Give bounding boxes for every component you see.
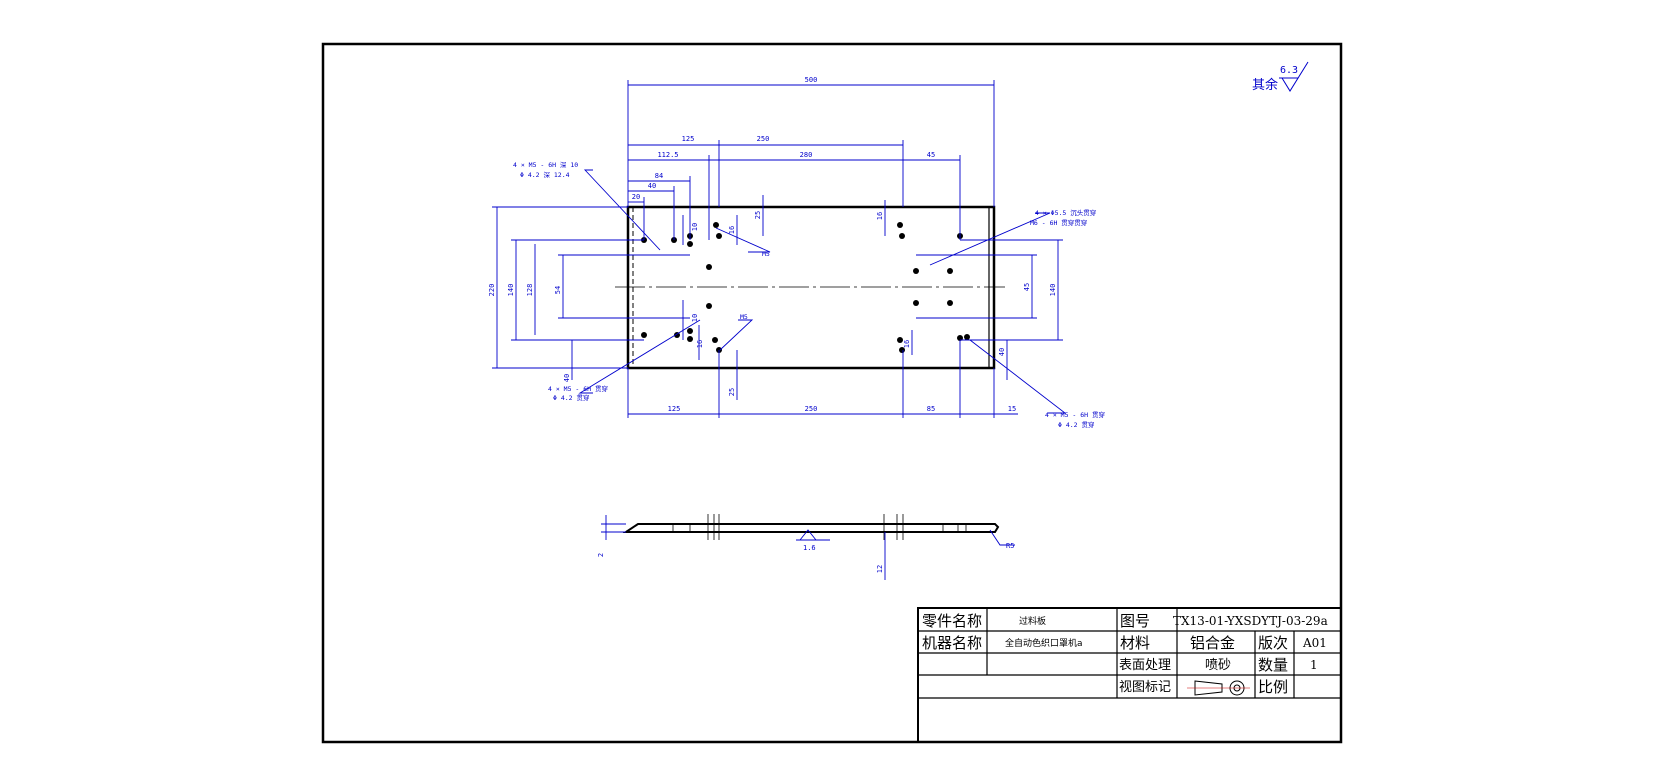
hole: [687, 336, 693, 342]
dim-112-5: 112.5: [657, 151, 678, 159]
side-roughness: 1.6: [803, 544, 816, 552]
hole: [712, 337, 718, 343]
projection-symbol: [1187, 680, 1250, 696]
tb-drawing-no-label: 图号: [1120, 612, 1150, 630]
note-top-right-1: 4 × Φ5.5 沉头贯穿: [1035, 208, 1096, 217]
dim-54: 54: [554, 286, 562, 294]
tb-qty: 1: [1310, 658, 1318, 672]
hole: [964, 334, 970, 340]
tb-surface-label: 表面处理: [1119, 658, 1171, 673]
dim-128: 128: [526, 284, 534, 297]
dim-16-a: 16: [728, 226, 736, 234]
side-view: 2 12 1.6 R5: [597, 514, 1015, 580]
dim-10-a: 10: [691, 223, 699, 231]
note-top-left-1: 4 × M5 - 6H 深 10: [513, 160, 578, 169]
dim-25-a: 25: [754, 211, 762, 219]
note-bottom-right-2: Φ 4.2 贯穿: [1058, 420, 1094, 429]
tb-material-label: 材料: [1120, 634, 1150, 652]
dim-45-right: 45: [1023, 283, 1031, 291]
sheet-border: [321, 42, 1343, 744]
title-block: 零件名称 过料板 图号 TX13-01-YXSDYTJ-03-29a 机器名称 …: [917, 607, 1342, 743]
hole: [897, 337, 903, 343]
hole: [913, 268, 919, 274]
tb-view-label: 视图标记: [1119, 680, 1171, 695]
tb-material: 铝合金: [1190, 634, 1235, 652]
roughness-prefix: 其余: [1252, 77, 1278, 93]
holes: [641, 222, 970, 353]
dim-10-b: 10: [691, 314, 699, 322]
hole: [957, 335, 963, 341]
note-bottom-left-2: Φ 4.2 贯穿: [553, 393, 589, 402]
dim-45: 45: [927, 151, 935, 159]
dim-16-d: 16: [903, 340, 911, 348]
dim-25-b: 25: [728, 388, 736, 396]
dim-140-right: 140: [1049, 284, 1057, 297]
hole: [706, 303, 712, 309]
tb-version: A01: [1302, 636, 1327, 650]
tb-part-name-label: 零件名称: [922, 612, 982, 630]
tb-machine-name: 全自动色织口罩机a: [1005, 637, 1083, 649]
hole: [687, 328, 693, 334]
hole: [897, 222, 903, 228]
dim-20: 20: [632, 193, 640, 201]
side-height-12: 12: [876, 565, 884, 573]
hole: [899, 233, 905, 239]
note-bottom-right-1: 4 × M5 - 6H 贯穿: [1045, 410, 1105, 419]
hole: [947, 268, 953, 274]
hole: [913, 300, 919, 306]
dim-16-c: 16: [876, 212, 884, 220]
tb-version-label: 版次: [1258, 634, 1288, 652]
roughness-symbol: 其余 6.3: [1252, 61, 1309, 93]
hole: [947, 300, 953, 306]
side-thickness: 2: [597, 553, 605, 557]
note-top-left-2: Φ 4.2 深 12.4: [520, 170, 570, 179]
dimension-lines: [492, 80, 1067, 418]
dim-250-bottom: 250: [805, 405, 818, 413]
plan-view: 500 125 250 112.5 280 45 84 40 20 125 25…: [488, 76, 1105, 429]
roughness-value: 6.3: [1280, 65, 1298, 76]
dim-40-left: 40: [563, 374, 571, 382]
hole: [687, 241, 693, 247]
hole: [716, 233, 722, 239]
dim-84: 84: [655, 172, 663, 180]
hole: [641, 332, 647, 338]
tb-scale-label: 比例: [1258, 678, 1288, 696]
note-m5-bottom: M5: [740, 313, 748, 321]
dim-220: 220: [488, 284, 496, 297]
hole: [713, 222, 719, 228]
hole: [706, 264, 712, 270]
tb-surface: 喷砂: [1205, 658, 1231, 673]
tb-machine-label: 机器名称: [922, 634, 982, 652]
note-bottom-left-1: 4 × M5 - 6H 贯穿: [548, 384, 608, 393]
side-radius: R5: [1006, 542, 1014, 550]
plate-outline: [626, 205, 996, 370]
note-m5-top: M5: [762, 250, 770, 258]
dim-125-top: 125: [682, 135, 695, 143]
dim-40-right: 40: [998, 348, 1006, 356]
dim-40-top: 40: [648, 182, 656, 190]
tb-qty-label: 数量: [1258, 656, 1288, 674]
dim-85-bottom: 85: [927, 405, 935, 413]
dim-16-b: 16: [696, 340, 704, 348]
dim-140-left: 140: [507, 284, 515, 297]
tb-drawing-no: TX13-01-YXSDYTJ-03-29a: [1173, 614, 1328, 628]
dim-280: 280: [800, 151, 813, 159]
dim-total-length: 500: [805, 76, 818, 84]
dim-250-top: 250: [757, 135, 770, 143]
note-top-right-2: M6 - 6H 贯穿贯穿: [1030, 218, 1087, 227]
dim-15-bottom: 15: [1008, 405, 1016, 413]
hole: [899, 347, 905, 353]
dim-125-bottom: 125: [668, 405, 681, 413]
tb-part-name: 过料板: [1019, 615, 1046, 627]
